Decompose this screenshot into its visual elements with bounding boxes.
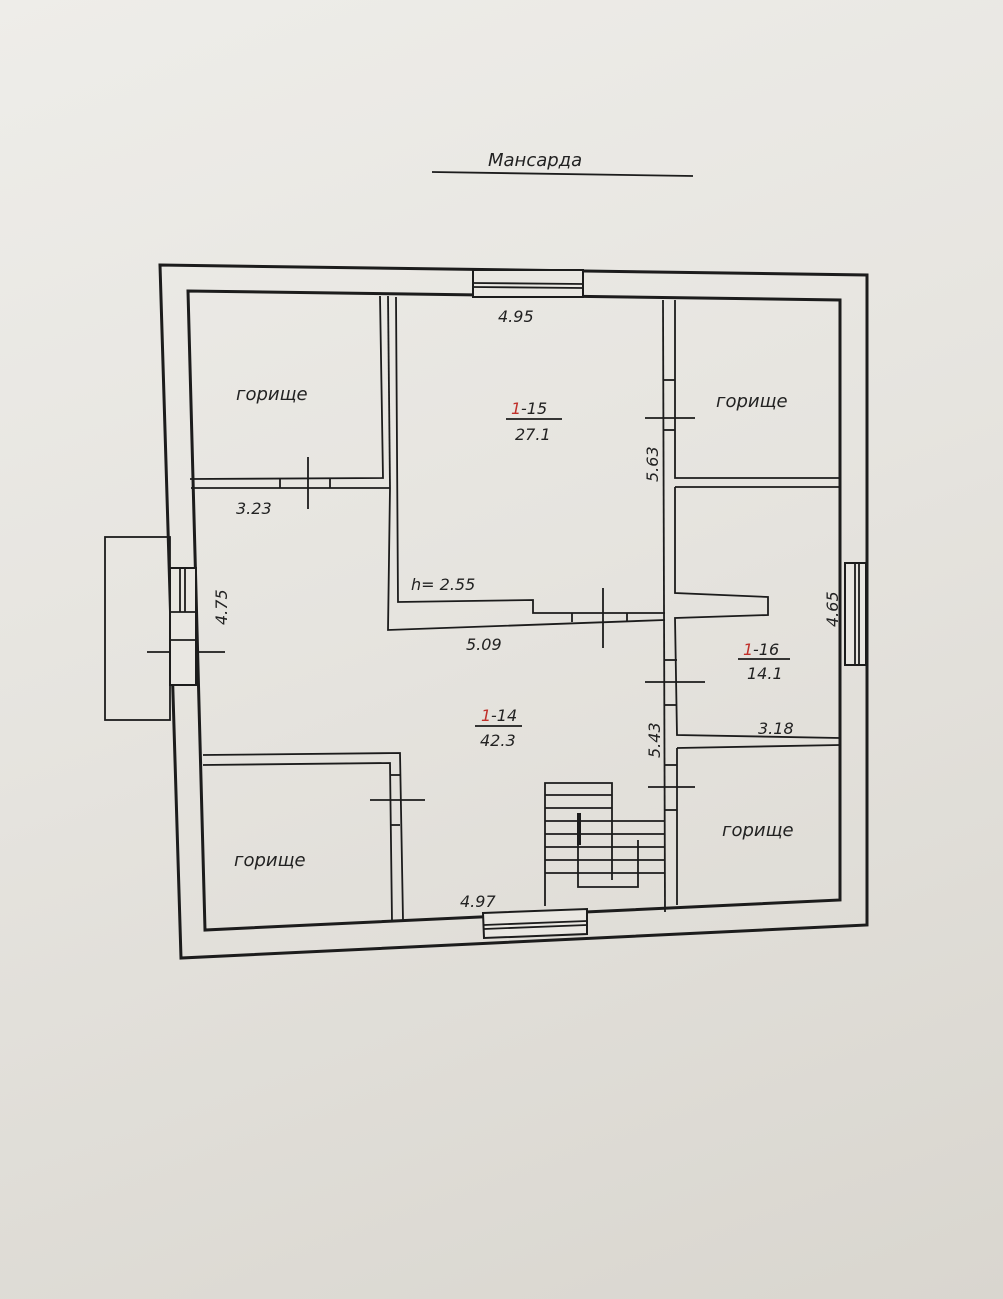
- svg-text:14.1: 14.1: [747, 664, 783, 683]
- dim-right-inner-lower: 5.43: [645, 722, 664, 758]
- svg-text:-16: -16: [753, 640, 779, 659]
- svg-text:42.3: 42.3: [480, 731, 516, 750]
- inner-wall: [186, 289, 842, 932]
- svg-text:1: 1: [511, 399, 521, 418]
- room-label-attic-bottom-right: горище: [722, 820, 794, 841]
- porch: [104, 536, 171, 721]
- dim-room-1-16-width: 3.18: [758, 719, 794, 738]
- room-label-attic-top-right: горище: [716, 391, 788, 412]
- dim-top: 4.95: [498, 307, 534, 326]
- svg-text:27.1: 27.1: [515, 425, 551, 444]
- dim-left-upper: 3.23: [236, 499, 272, 518]
- plan-title: Мансарда: [488, 150, 582, 171]
- room-1-14-tag: 1 -14 42.3: [475, 706, 522, 750]
- dim-right: 4.65: [823, 591, 842, 627]
- room-1-15-tag: 1 -15 27.1: [506, 399, 562, 444]
- window-bottom: [481, 907, 588, 940]
- room-1-16-tag: 1 -16 14.1: [738, 640, 790, 683]
- dim-middle: 5.09: [466, 635, 502, 654]
- svg-text:-14: -14: [491, 706, 517, 725]
- svg-text:-15: -15: [521, 399, 547, 418]
- title-underline: [431, 171, 694, 177]
- window-right: [844, 562, 867, 666]
- dim-right-inner-upper: 5.63: [643, 446, 662, 482]
- svg-text:1: 1: [743, 640, 753, 659]
- svg-text:1: 1: [481, 706, 491, 725]
- dim-left: 4.75: [212, 589, 231, 625]
- dim-bottom: 4.97: [460, 892, 496, 911]
- outer-wall: [158, 263, 869, 960]
- staircase: [544, 782, 665, 906]
- window-left: [169, 567, 197, 686]
- room-label-attic-bottom-left: горище: [234, 850, 306, 871]
- interior-walls: [189, 295, 841, 923]
- room-label-attic-top-left: горище: [236, 384, 308, 405]
- dim-height: h= 2.55: [411, 575, 475, 594]
- window-top: [472, 269, 584, 298]
